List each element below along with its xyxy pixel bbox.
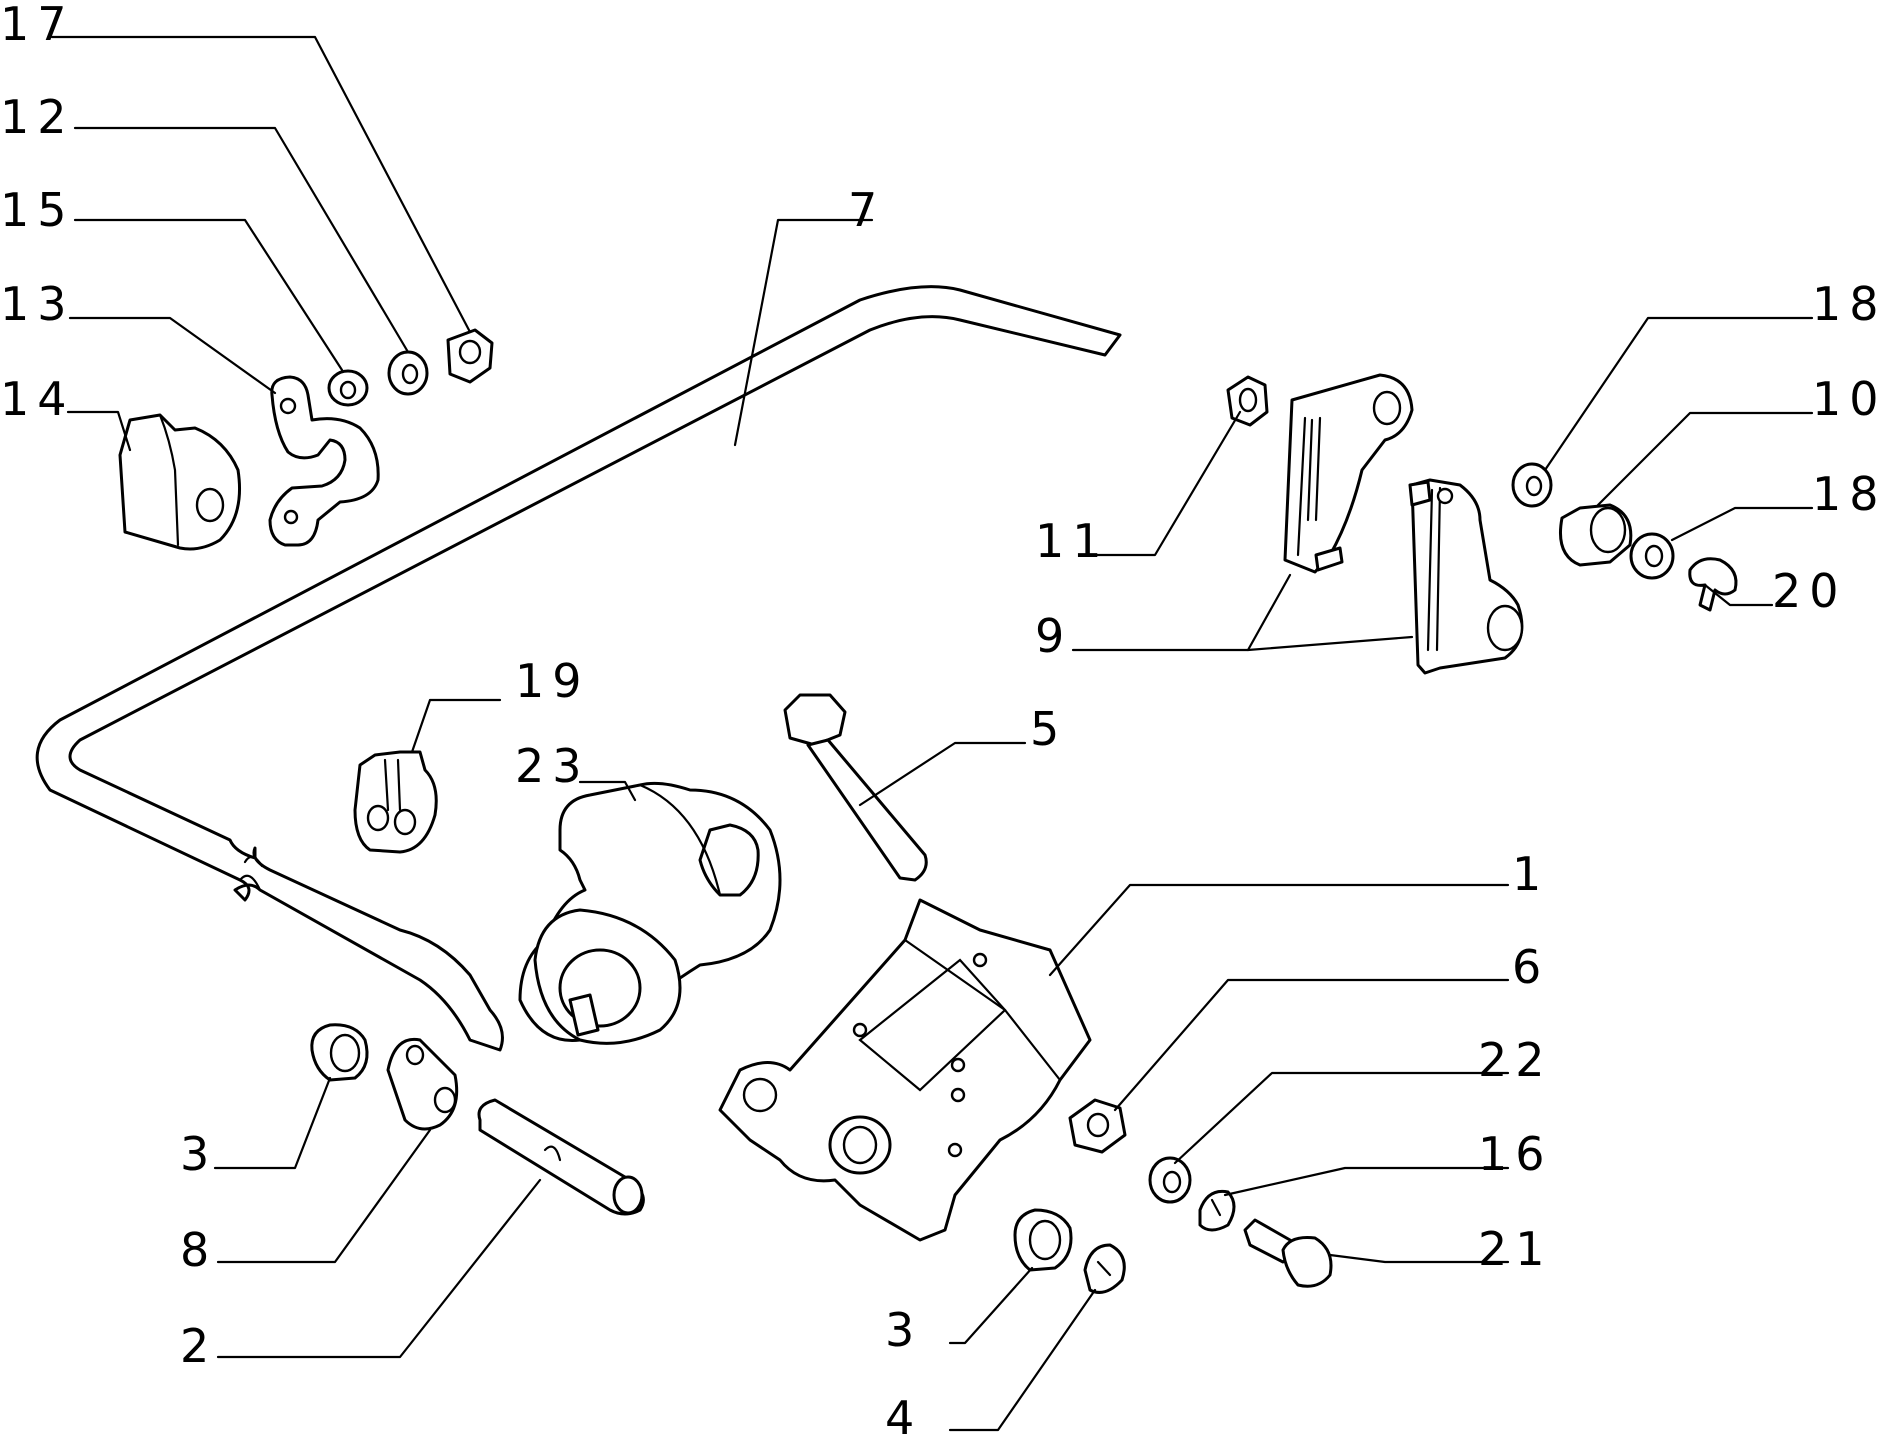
mounting-bracket-1	[718, 898, 1092, 1242]
link-bracket-left	[1283, 373, 1414, 574]
callout-3-left: 3	[180, 1127, 217, 1181]
callout-22: 22	[1478, 1033, 1553, 1087]
callout-12: 12	[0, 90, 75, 144]
washer-15	[327, 369, 369, 407]
bolt-21	[1243, 1218, 1333, 1288]
callout-10: 10	[1812, 372, 1877, 426]
callout-19: 19	[515, 654, 590, 708]
leader-lines	[50, 35, 1814, 1432]
bar-clamp-bracket	[268, 375, 380, 547]
callout-8: 8	[180, 1223, 217, 1277]
bushing-3-left	[310, 1023, 369, 1082]
retaining-clip-20	[1688, 557, 1738, 612]
link-bracket-right	[1408, 478, 1524, 675]
washer-22	[1148, 1156, 1192, 1204]
washer-12	[387, 350, 429, 396]
callout-23: 23	[515, 739, 590, 793]
callout-16: 16	[1478, 1127, 1553, 1181]
callout-21: 21	[1478, 1222, 1553, 1276]
callout-15: 15	[0, 183, 75, 237]
callout-7: 7	[848, 183, 885, 237]
callout-6: 6	[1512, 940, 1549, 994]
bushing-10	[1559, 503, 1633, 567]
nut-11	[1226, 375, 1269, 427]
pin-2	[477, 1098, 645, 1216]
callout-20: 20	[1772, 564, 1847, 618]
bolt-5	[783, 693, 928, 882]
link-plate-8	[386, 1037, 459, 1131]
lock-washer-16	[1198, 1189, 1236, 1232]
stabilizer-bar	[35, 285, 1122, 1052]
callout-17: 17	[0, 0, 75, 51]
nut-17	[446, 328, 494, 384]
callout-1: 1	[1512, 847, 1549, 901]
callout-18-top: 18	[1812, 277, 1877, 331]
pump-assembly	[518, 781, 782, 1045]
bushing-3-right	[1013, 1208, 1073, 1272]
bracket-19	[353, 750, 438, 854]
callout-14: 14	[0, 372, 75, 426]
lock-washer-4	[1083, 1243, 1126, 1294]
callout-3-right: 3	[885, 1303, 922, 1357]
bar-bushing	[118, 413, 242, 551]
callout-4: 4	[885, 1391, 922, 1438]
callout-9: 9	[1035, 609, 1072, 663]
callout-2: 2	[180, 1319, 217, 1373]
washer-18-top	[1511, 462, 1553, 508]
callout-18-bottom: 18	[1812, 467, 1877, 521]
washer-18-bottom	[1629, 532, 1675, 580]
callout-11: 11	[1035, 514, 1110, 568]
nut-6	[1068, 1098, 1127, 1154]
callout-5: 5	[1030, 702, 1067, 756]
callout-13: 13	[0, 277, 75, 331]
